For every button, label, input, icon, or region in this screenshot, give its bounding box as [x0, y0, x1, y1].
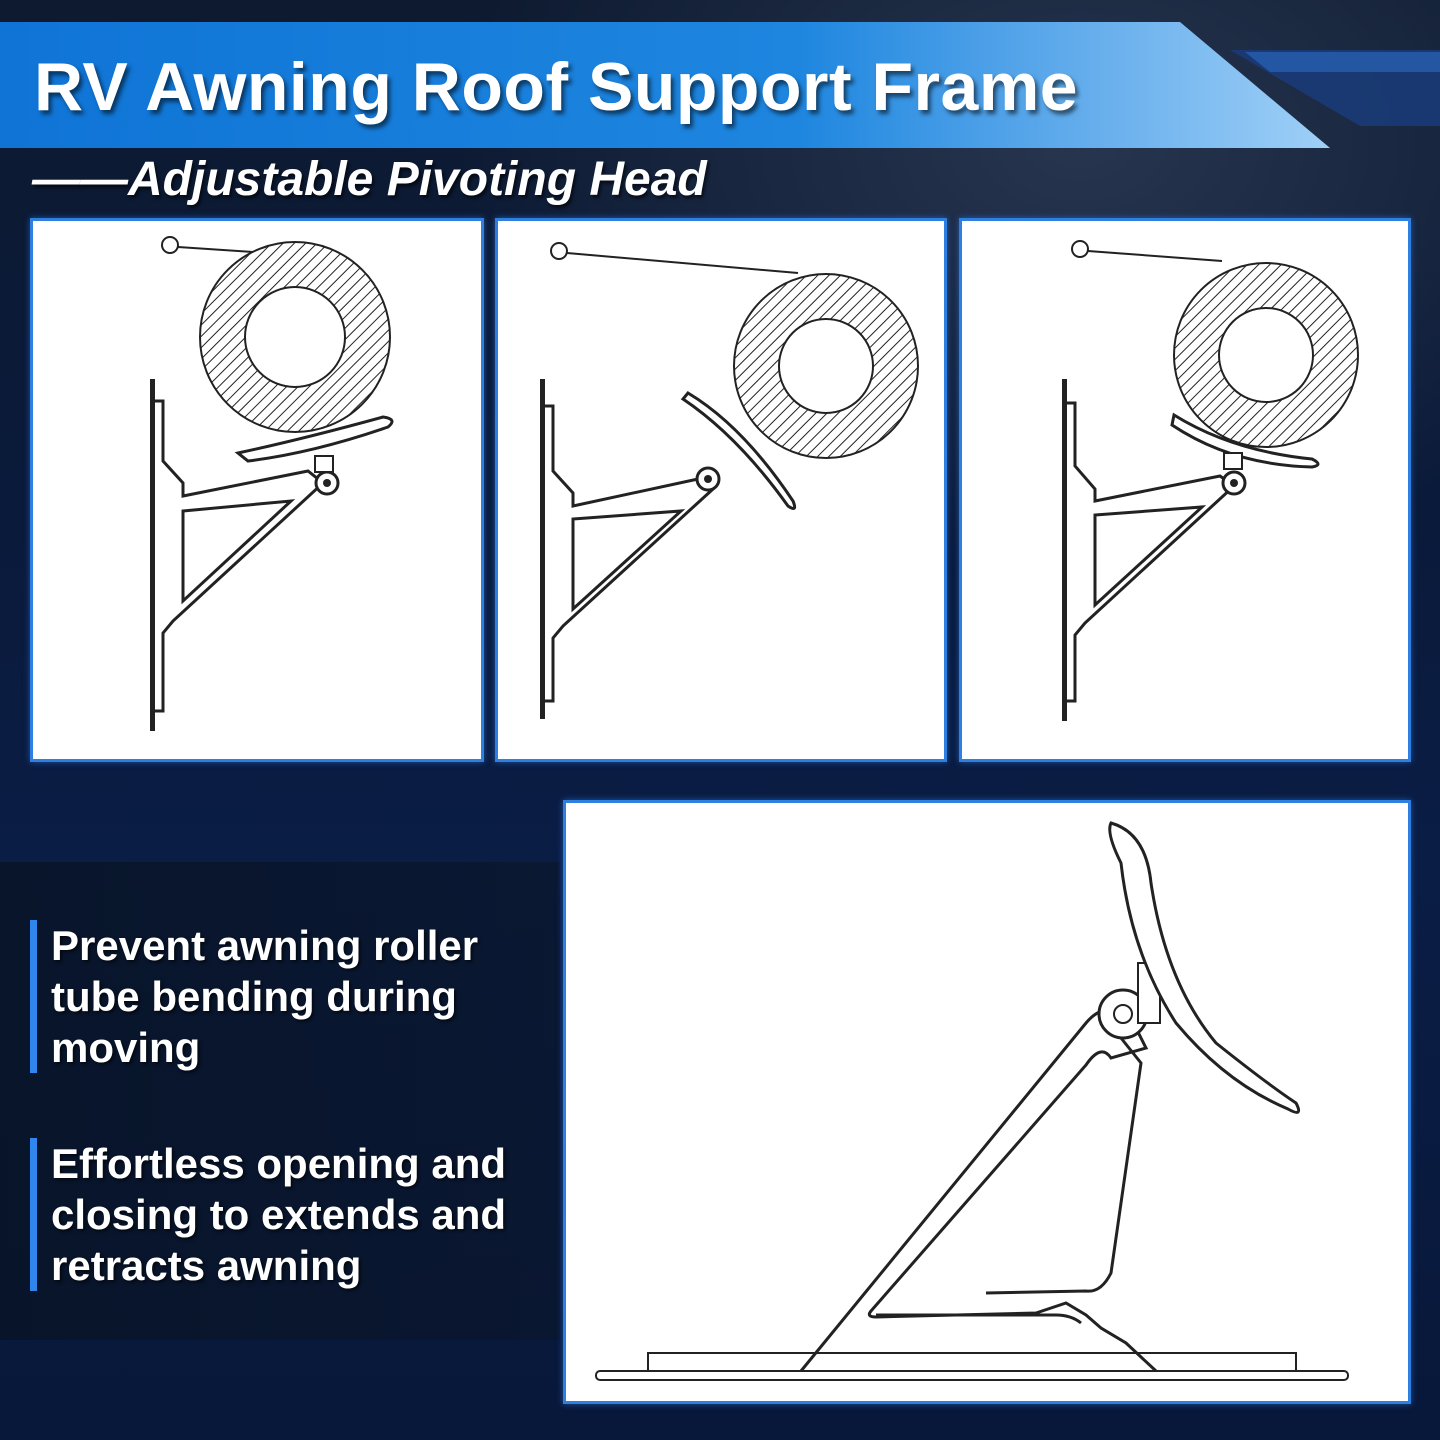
detail-panel-bracket [563, 800, 1411, 1404]
bracket-diagram-extended [1062, 240, 1359, 721]
feature-item: Effortless opening and closing to extend… [30, 1138, 571, 1291]
diagram-panel-extended [959, 218, 1411, 762]
page-subtitle: ——Adjustable Pivoting Head [32, 153, 707, 206]
bracket-detail-diagram [595, 821, 1349, 1381]
feature-item: Prevent awning roller tube bending durin… [30, 920, 571, 1073]
page-title: RV Awning Roof Support Frame [34, 49, 1079, 125]
bracket-diagram-retracted [150, 236, 394, 731]
features-background [0, 862, 560, 1340]
header-banner [0, 22, 1440, 148]
feature-text: Prevent awning roller tube bending durin… [51, 922, 479, 1071]
diagram-panel-tilted [495, 218, 947, 762]
bracket-diagram-tilted [540, 242, 919, 719]
feature-text: Effortless opening and closing to extend… [51, 1140, 507, 1289]
diagram-panel-retracted [30, 218, 484, 762]
